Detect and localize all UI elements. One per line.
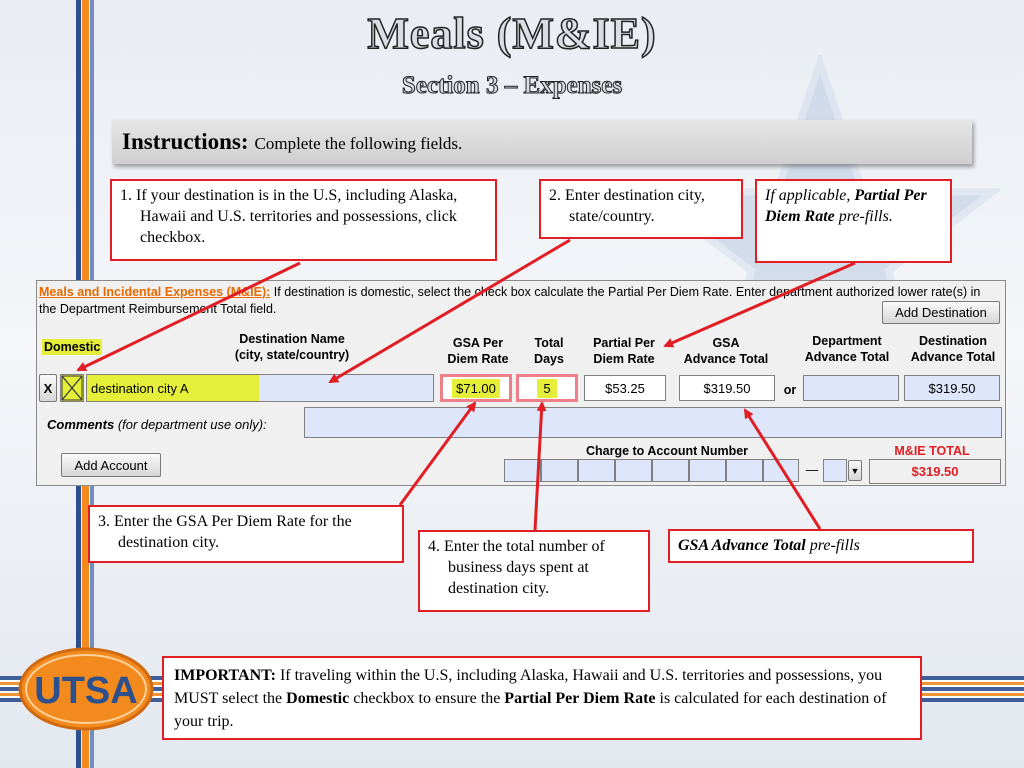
destination-advance-field: $319.50	[904, 375, 1000, 401]
destination-input[interactable]: destination city A	[86, 374, 434, 402]
checkbox-x-icon	[61, 375, 83, 401]
account-dash: —	[805, 463, 819, 477]
domestic-column-header: Domestic	[42, 339, 103, 355]
destination-name-header-line2: (city, state/country)	[234, 348, 350, 362]
department-advance-header: Department Advance Total	[795, 333, 899, 365]
department-advance-header-line2: Advance Total	[804, 350, 890, 364]
form-header-text: Meals and Incidental Expenses (M&IE): If…	[39, 284, 999, 318]
instructions-bar: Instructions: Complete the following fie…	[112, 120, 972, 164]
callout-gsa-advance-text: GSA Advance Total pre-fills	[678, 535, 964, 556]
callout-partial-bold: Partial Per Diem Rate	[765, 187, 927, 225]
callout-step-4: 4. Enter the total number of business da…	[418, 530, 650, 612]
important-bold-2: Partial Per Diem Rate	[504, 690, 656, 707]
callout-gsa-suffix: pre-fills	[809, 537, 860, 554]
callout-step-3: 3. Enter the GSA Per Diem Rate for the d…	[88, 505, 404, 563]
gsa-advance-header-line1: GSA	[712, 336, 740, 350]
callout-step-4-text: 4. Enter the total number of business da…	[428, 538, 605, 597]
chevron-down-icon: ▼	[850, 465, 860, 476]
account-segment-1[interactable]	[504, 459, 541, 482]
callout-step-2: 2. Enter destination city, state/country…	[539, 179, 743, 239]
destination-name-header: Destination Name (city, state/country)	[202, 331, 382, 363]
callout-partial-suffix: pre-fills.	[838, 208, 893, 225]
callout-partial-rate: If applicable, Partial Per Diem Rate pre…	[755, 179, 952, 263]
department-advance-header-line1: Department	[812, 334, 882, 348]
total-days-header: Total Days	[519, 335, 579, 367]
logo-text: UTSA	[34, 670, 137, 712]
mie-total-value: $319.50	[869, 459, 1001, 484]
callout-step-3-text: 3. Enter the GSA Per Diem Rate for the d…	[98, 513, 352, 551]
department-advance-input[interactable]	[803, 375, 899, 401]
instructions-label: Instructions:	[122, 129, 249, 154]
gsa-rate-header-line2: Diem Rate	[447, 352, 509, 366]
account-segment-5[interactable]	[652, 459, 689, 482]
important-text-2: checkbox to ensure the	[353, 690, 501, 707]
delete-row-button[interactable]: X	[39, 374, 57, 402]
account-segment-3[interactable]	[578, 459, 615, 482]
section-link[interactable]: Meals and Incidental Expenses (M&IE):	[39, 285, 271, 299]
page-title: Meals (M&IE)	[367, 8, 657, 59]
total-days-input[interactable]: 5	[516, 374, 578, 402]
utsa-logo: UTSA	[18, 647, 154, 731]
add-account-button[interactable]: Add Account	[61, 453, 161, 477]
destination-advance-header-line1: Destination	[918, 334, 988, 348]
important-note-text: IMPORTANT: If traveling within the U.S, …	[174, 664, 910, 733]
account-segment-4[interactable]	[615, 459, 652, 482]
gsa-rate-header-line1: GSA Per	[452, 336, 504, 350]
comments-label-bold: Comments	[47, 417, 115, 432]
partial-rate-header: Partial Per Diem Rate	[582, 335, 666, 367]
callout-gsa-advance: GSA Advance Total pre-fills	[668, 529, 974, 563]
destination-name-header-line1: Destination Name	[239, 332, 345, 346]
callout-partial-rate-text: If applicable, Partial Per Diem Rate pre…	[765, 185, 942, 227]
callout-step-1-text: 1. If your destination is in the U.S, in…	[120, 187, 458, 246]
account-dropdown-button[interactable]: ▼	[848, 460, 862, 481]
gsa-rate-header: GSA Per Diem Rate	[437, 335, 519, 367]
account-suffix-field[interactable]	[823, 459, 847, 482]
gsa-rate-value: $71.00	[452, 378, 500, 398]
callout-partial-prefix: If applicable,	[765, 187, 851, 204]
page-subtitle: Section 3 – Expenses	[401, 72, 623, 100]
account-segment-2[interactable]	[541, 459, 578, 482]
gsa-advance-header: GSA Advance Total	[673, 335, 779, 367]
add-destination-button[interactable]: Add Destination	[882, 301, 1000, 324]
total-days-header-line1: Total	[534, 336, 564, 350]
instructions-text: Complete the following fields.	[254, 134, 463, 153]
important-text-1: If traveling within the U.S, including A…	[174, 667, 883, 707]
total-days-header-line2: Days	[534, 352, 564, 366]
partial-rate-header-line1: Partial Per	[593, 336, 655, 350]
total-days-value: 5	[537, 378, 557, 398]
gsa-rate-input[interactable]: $71.00	[440, 374, 512, 402]
important-text-3: is calculated for each destination of yo…	[174, 690, 887, 730]
important-label: IMPORTANT:	[174, 667, 276, 684]
destination-advance-header: Destination Advance Total	[901, 333, 1005, 365]
destination-advance-header-line2: Advance Total	[910, 350, 996, 364]
mie-total-label: M&IE TOTAL	[894, 444, 970, 458]
partial-rate-field: $53.25	[584, 375, 666, 401]
important-bold-1: Domestic	[286, 690, 350, 707]
account-segment-7[interactable]	[726, 459, 763, 482]
charge-account-label: Charge to Account Number	[585, 444, 749, 458]
partial-rate-header-line2: Diem Rate	[593, 352, 655, 366]
domestic-checkbox[interactable]	[60, 374, 84, 402]
callout-gsa-bold: GSA Advance Total	[678, 537, 806, 554]
account-segment-8[interactable]	[763, 459, 799, 482]
callout-step-1: 1. If your destination is in the U.S, in…	[110, 179, 497, 261]
gsa-advance-field: $319.50	[679, 375, 775, 401]
comments-label: Comments (for department use only):	[47, 417, 267, 432]
or-label: or	[783, 383, 797, 397]
comments-input[interactable]	[304, 407, 1002, 438]
mie-form: Meals and Incidental Expenses (M&IE): If…	[36, 280, 1006, 486]
important-note: IMPORTANT: If traveling within the U.S, …	[162, 656, 922, 740]
account-segment-6[interactable]	[689, 459, 726, 482]
callout-step-2-text: 2. Enter destination city, state/country…	[549, 187, 705, 225]
comments-label-rest: (for department use only):	[117, 417, 267, 432]
gsa-advance-header-line2: Advance Total	[683, 352, 769, 366]
